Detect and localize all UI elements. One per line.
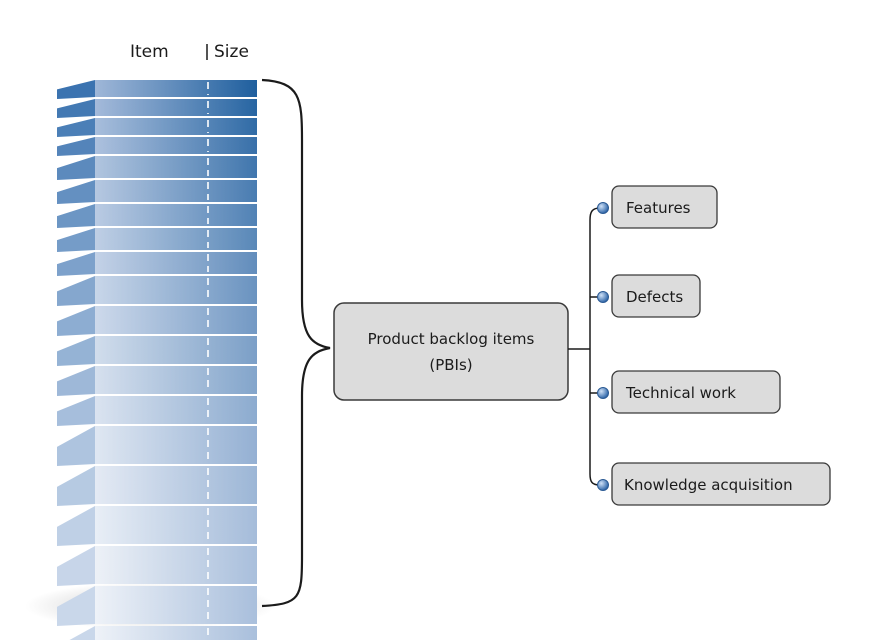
backlog-row: [57, 306, 257, 336]
row-side: [57, 366, 95, 396]
row-side: [57, 180, 95, 204]
backlog-stack: [57, 80, 257, 640]
bullet-icon: [597, 387, 609, 399]
backlog-row: [57, 366, 257, 396]
bullet-icon: [597, 291, 609, 303]
category-label: Knowledge acquisition: [624, 476, 793, 494]
row-front: [95, 306, 257, 334]
backlog-row: [57, 276, 257, 306]
category-label: Defects: [626, 288, 683, 306]
category-technical-work: Technical work: [611, 370, 781, 414]
row-side: [57, 99, 95, 118]
row-front: [95, 99, 257, 116]
category-features: Features: [611, 185, 718, 229]
backlog-row: [57, 118, 257, 137]
bullet-icon: [597, 202, 609, 214]
backlog-row: [57, 506, 257, 546]
pbi-title: Product backlog items: [368, 330, 535, 348]
row-front: [95, 118, 257, 135]
row-side: [57, 137, 95, 156]
row-side: [57, 546, 95, 586]
backlog-row: [57, 252, 257, 276]
row-side: [57, 204, 95, 228]
row-front: [95, 252, 257, 274]
pbi-subtitle: (PBIs): [429, 356, 472, 374]
row-front: [95, 336, 257, 364]
connector-trunk: [589, 207, 601, 486]
row-side: [57, 506, 95, 546]
row-side: [57, 118, 95, 137]
row-front: [95, 276, 257, 304]
row-side: [57, 396, 95, 426]
row-front: [95, 586, 257, 624]
row-front: [95, 366, 257, 394]
row-front: [95, 466, 257, 504]
row-front: [95, 156, 257, 178]
backlog-row: [57, 228, 257, 252]
row-side: [57, 466, 95, 506]
row-side: [57, 80, 95, 99]
backlog-row: [57, 204, 257, 228]
category-knowledge-acquisition: Knowledge acquisition: [611, 462, 831, 506]
row-front: [95, 137, 257, 154]
backlog-row: [57, 80, 257, 99]
backlog-row: [57, 180, 257, 204]
pbi-box: [333, 302, 569, 401]
row-front: [95, 426, 257, 464]
row-front: [95, 80, 257, 97]
row-side: [57, 306, 95, 336]
row-front: [95, 546, 257, 584]
backlog-row: [57, 99, 257, 118]
row-side: [69, 626, 95, 640]
row-side: [57, 336, 95, 366]
row-side: [57, 276, 95, 306]
category-defects: Defects: [611, 274, 701, 318]
row-side: [57, 426, 95, 466]
row-side: [57, 252, 95, 276]
bullet-icon: [597, 479, 609, 491]
size-column-header: Size: [214, 42, 249, 62]
category-label: Technical work: [625, 384, 736, 402]
row-front: [95, 396, 257, 424]
backlog-row: [69, 626, 257, 640]
row-front: [95, 204, 257, 226]
row-front: [95, 228, 257, 250]
item-column-header: Item: [130, 42, 169, 62]
backlog-row: [57, 336, 257, 366]
backlog-row: [57, 546, 257, 586]
row-front: [95, 506, 257, 544]
backlog-row: [57, 137, 257, 156]
row-side: [57, 586, 95, 626]
row-front: [95, 626, 257, 640]
row-front: [95, 180, 257, 202]
stack-brace: [261, 78, 331, 608]
row-side: [57, 228, 95, 252]
row-side: [57, 156, 95, 180]
backlog-row: [57, 586, 257, 626]
category-label: Features: [626, 199, 691, 217]
backlog-row: [57, 156, 257, 180]
backlog-row: [57, 426, 257, 466]
backlog-row: [57, 396, 257, 426]
backlog-row: [57, 466, 257, 506]
